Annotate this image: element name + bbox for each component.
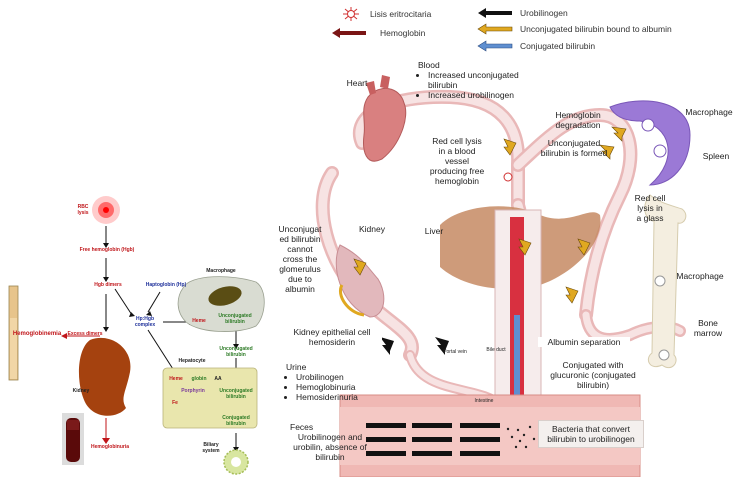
blood-title: Blood xyxy=(418,60,440,70)
conjugated-path xyxy=(514,315,520,425)
urobilinogen-arrow-icon xyxy=(478,8,512,18)
heart-label: Heart xyxy=(346,78,368,88)
urine-vial-icon xyxy=(62,413,84,465)
legend-conjugated-label: Conjugated bilirubin xyxy=(520,41,596,51)
unconjugated-arrow-icon xyxy=(477,23,513,35)
rbc-lysis-burst-icon xyxy=(92,196,120,224)
hemoglobinemia-label: Hemoglobinemia xyxy=(12,331,62,337)
hepatocyte-panel xyxy=(162,367,258,429)
unconj-bili-label: Unconjugated bilirubin xyxy=(218,313,252,325)
rbc-lysis-label: RBC lysis xyxy=(77,204,89,216)
conjugated-glucuronic-label: Conjugated with glucuronic (conjugated b… xyxy=(550,360,636,390)
legend-lysis-label: Lisis eritrocitaria xyxy=(370,9,432,19)
red-cell-lysis-vessel-label: Red cell lysis in a blood vessel produci… xyxy=(428,136,486,186)
urine-list: Urobilinogen Hemoglobinuria Hemosiderinu… xyxy=(286,372,366,402)
unconj-bili3-label: Unconjugated bilirubin xyxy=(219,346,253,358)
hemoglobinuria-label: Hemoglobinuria xyxy=(90,444,130,450)
hemoglobin-arrow-icon xyxy=(332,28,366,38)
blood-item-2: Increased urobilinogen xyxy=(428,90,530,100)
kidney-main-label: Kidney xyxy=(359,224,385,234)
urine-title: Urine xyxy=(286,362,307,372)
fe-label: Fe xyxy=(172,400,178,406)
legend-conjugated: Conjugated bilirubin xyxy=(476,40,595,52)
free-hgb-label: Free hemoglobin (Hgb) xyxy=(79,247,135,253)
plasma-tube-icon xyxy=(8,285,19,381)
urine-item-3: Hemosiderinuria xyxy=(296,392,366,402)
heme2-label: Heme xyxy=(169,376,183,382)
heart-organ-icon xyxy=(363,75,407,162)
urine-item-2: Hemoglobinuria xyxy=(296,382,366,392)
portal-vein-label: Portal vein xyxy=(443,349,467,355)
kidney-organ-icon xyxy=(335,244,385,318)
aa-label: AA xyxy=(214,376,222,382)
kidney-epithelial-label: Kidney epithelial cell hemosiderin xyxy=(282,327,382,347)
hgb-dimers-label: Hgb dimers xyxy=(94,282,122,288)
legend-hemoglobin-label: Hemoglobin xyxy=(380,28,426,38)
unconj-cannot-cross-label: Unconjugat ed bilirubin cannot cross the… xyxy=(278,224,322,294)
kidney-organ-icon xyxy=(78,337,131,416)
hepatocyte-label: Hepatocyte xyxy=(178,358,206,364)
macrophage-label: Macrophage xyxy=(206,268,236,274)
haptoglobin-label: Haptoglobin (Hp) xyxy=(145,282,187,288)
feces-title: Feces xyxy=(290,422,314,432)
blood-list: Increased unconjugated bilirubin Increas… xyxy=(418,70,530,100)
macrophage-cell-icon xyxy=(177,276,265,332)
conjugated-arrow-icon xyxy=(477,40,513,52)
legend-urobilinogen: Urobilinogen xyxy=(476,7,568,19)
urine-section: Urine Urobilinogen Hemoglobinuria Hemosi… xyxy=(286,362,366,402)
intestine-organ-icon xyxy=(339,394,641,477)
bile-duct-label: Bile duct xyxy=(486,347,506,353)
legend-unconjugated-label: Unconjugated bilirubin bound to albumin xyxy=(520,24,672,34)
macrophage-mid-label: Macrophage xyxy=(676,271,724,281)
spleen-label: Spleen xyxy=(702,151,730,161)
legend-urobilinogen-label: Urobilinogen xyxy=(520,8,568,18)
unconj-bili2-label: Unconjugated bilirubin xyxy=(219,388,253,400)
globin-label: globin xyxy=(191,376,207,382)
main-anatomy-diagram xyxy=(315,75,691,477)
spleen-organ-icon xyxy=(609,100,691,186)
bacteria-box: Bacteria that convert bilirubin to urobi… xyxy=(538,420,644,448)
legend-unconjugated: Unconjugated bilirubin bound to albumin xyxy=(476,23,672,35)
bone-marrow-label: Bone marrow xyxy=(693,318,723,338)
blood-item-1: Increased unconjugated bilirubin xyxy=(428,70,530,90)
biliary-system-icon xyxy=(223,449,249,475)
feces-section: Feces Urobilinogen and urobilin, absence… xyxy=(290,422,370,462)
kidney-label: Kidney xyxy=(72,388,90,394)
red-cell-lysis-glass-label: Red cell lysis in a glass xyxy=(634,193,666,223)
liver-label: Liver xyxy=(424,226,444,236)
hp-hgb-complex-label: Hp:Hgb complex xyxy=(134,316,156,328)
albumin-separation-label: Albumin separation xyxy=(538,337,630,347)
feces-text: Urobilinogen and urobilin, absence of bi… xyxy=(293,432,367,462)
excess-dimers-label: Excess dimers xyxy=(67,331,103,337)
blood-section: Blood Increased unconjugated bilirubin I… xyxy=(418,60,530,100)
hemoglobin-degradation-label: Hemoglobin degradation xyxy=(555,110,601,130)
biliary-label: Biliary system xyxy=(202,442,220,454)
conj-bili-label: Conjugated bilirubin xyxy=(222,415,250,427)
porphyrin-label: Porphyrin xyxy=(181,388,205,394)
macrophage-top-label: Macrophage xyxy=(685,107,733,117)
lysis-burst-icon xyxy=(343,7,359,21)
intestine-label: Intestine xyxy=(474,398,494,404)
heme-label: Heme xyxy=(192,318,206,324)
legend-lysis: Lisis eritrocitaria xyxy=(338,6,431,22)
urine-item-1: Urobilinogen xyxy=(296,372,366,382)
unconj-formed-label: Unconjugated bilirubin is formed xyxy=(540,138,608,158)
left-flowchart xyxy=(8,196,265,475)
legend-hemoglobin: Hemoglobin xyxy=(330,27,425,39)
